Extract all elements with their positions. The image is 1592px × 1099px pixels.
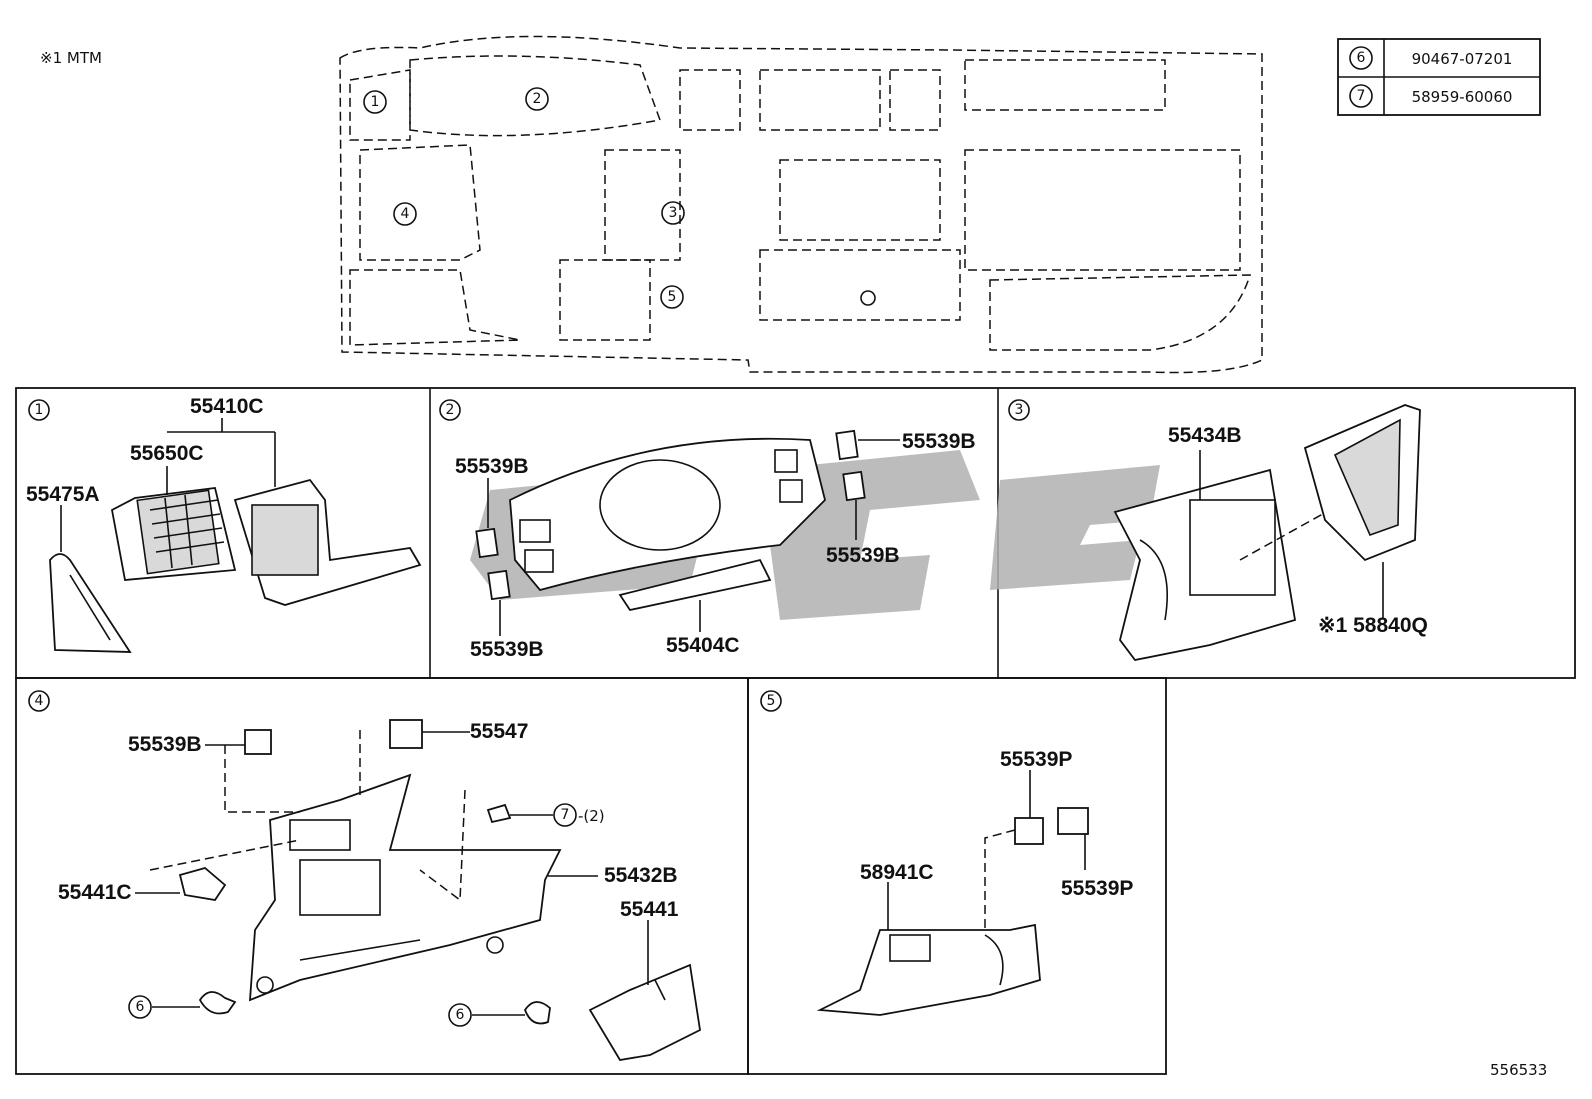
panel-1: 1 55475A 55650C 55410C xyxy=(26,395,422,653)
panel-5-number: 5 xyxy=(767,693,776,709)
legend-table: 6 90467-07201 7 58959-60060 xyxy=(1337,38,1541,116)
overview-callouts: 1 2 3 4 5 xyxy=(363,87,685,309)
panel-1-number: 1 xyxy=(35,402,44,418)
panel-5: 5 55539P 55539P 58941C xyxy=(760,690,1133,1016)
cluster-bezel-part xyxy=(509,437,826,592)
switch-cap-part xyxy=(842,470,866,502)
switch-55539P-a-part xyxy=(1014,817,1044,845)
switch-cap-part xyxy=(487,569,511,601)
label-58840Q: ※1 58840Q xyxy=(1318,614,1428,637)
label-55410C: 55410C xyxy=(190,395,264,418)
screw-6-right-part xyxy=(523,1001,551,1025)
screw-6-left-part xyxy=(198,991,237,1015)
label-55547: 55547 xyxy=(470,720,528,743)
mtm-note: ※1 MTM xyxy=(40,49,102,67)
legend-part-7: 58959-60060 xyxy=(1412,88,1513,106)
label-55539B-right-top: 55539B xyxy=(902,430,976,453)
label-55404C: 55404C xyxy=(666,634,740,657)
clip-55441C-part xyxy=(178,867,227,901)
cover-55441-part xyxy=(588,963,701,1061)
label-55539B-p4: 55539B xyxy=(128,733,202,756)
label-55539P-bottom: 55539P xyxy=(1061,877,1133,900)
switch-55539B-part xyxy=(244,729,272,755)
clip-7-part xyxy=(486,803,512,824)
legend-num-7: 7 xyxy=(1357,88,1366,104)
switch-cap-part xyxy=(835,429,859,461)
panel-4-number: 4 xyxy=(35,693,44,709)
callout-2: 2 xyxy=(533,91,542,107)
callout-7: 7 xyxy=(561,807,570,823)
panel-frames xyxy=(15,387,1576,1075)
panel-3: 3 55434B ※1 58840Q xyxy=(1008,399,1428,661)
label-55432B: 55432B xyxy=(604,864,678,887)
label-qty-2: -(2) xyxy=(578,807,605,825)
module-55547-part xyxy=(389,719,423,749)
label-55441C: 55441C xyxy=(58,881,132,904)
callout-4: 4 xyxy=(401,206,410,222)
panel-4: 4 55539B 55547 7 -(2) 55441C 55432B xyxy=(28,690,701,1061)
legend-num-6: 6 xyxy=(1357,50,1366,66)
legend-part-6: 90467-07201 xyxy=(1412,50,1513,68)
panel-3-number: 3 xyxy=(1015,402,1024,418)
label-55539P-top: 55539P xyxy=(1000,748,1072,771)
label-55475A: 55475A xyxy=(26,483,100,506)
callout-6-left: 6 xyxy=(136,999,145,1015)
lower-panel-part xyxy=(248,773,562,1002)
label-55539B-left-bottom: 55539B xyxy=(470,638,544,661)
label-55434B: 55434B xyxy=(1168,424,1242,447)
panel-2: 2 55539B 55539B 55539B 55539B 55404C xyxy=(439,399,976,661)
callout-6-right: 6 xyxy=(456,1007,465,1023)
switch-cap-part xyxy=(475,527,499,559)
lower-panel-58941C-part xyxy=(816,923,1041,1016)
label-55441: 55441 xyxy=(620,898,679,921)
side-vent-part xyxy=(49,553,132,653)
switch-55539P-b-part xyxy=(1057,807,1089,835)
diagram-id: 556533 xyxy=(1490,1061,1547,1079)
callout-3: 3 xyxy=(669,205,678,221)
dashboard-overview xyxy=(339,35,1263,374)
label-55650C: 55650C xyxy=(130,442,204,465)
label-55539B-right-bottom: 55539B xyxy=(826,544,900,567)
lower-center-panel-part xyxy=(1113,468,1297,661)
label-58941C: 58941C xyxy=(860,861,934,884)
callout-1: 1 xyxy=(371,94,380,110)
callout-5: 5 xyxy=(668,289,677,305)
label-55539B-left-top: 55539B xyxy=(455,455,529,478)
panel-2-number: 2 xyxy=(446,402,455,418)
